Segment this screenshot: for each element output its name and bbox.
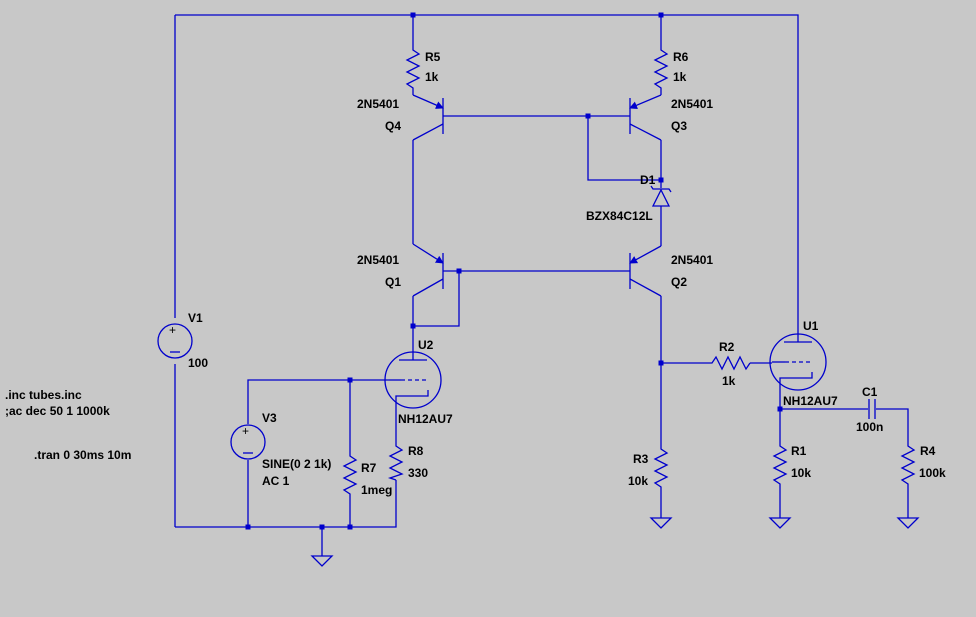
- c1-name: C1: [862, 385, 878, 399]
- wire-top-rail: [175, 14, 799, 318]
- q2-name: Q2: [671, 275, 687, 289]
- q3-name: Q3: [671, 119, 687, 133]
- r5-value: 1k: [425, 70, 439, 84]
- resistor-r1[interactable]: [772, 440, 788, 488]
- q1-name: Q1: [385, 275, 401, 289]
- u1-name: U1: [803, 319, 819, 333]
- tube-u1[interactable]: [769, 318, 827, 392]
- junction-dot: [777, 406, 783, 412]
- resistor-r4[interactable]: [900, 440, 916, 488]
- junction-dot: [658, 12, 664, 18]
- junction-dot: [658, 360, 664, 366]
- d1-name: D1: [640, 173, 656, 187]
- junction-dot: [347, 524, 353, 530]
- ground-symbol: [649, 517, 673, 529]
- r3-name: R3: [633, 452, 649, 466]
- v1-value: 100: [188, 356, 208, 370]
- voltage-source-v1[interactable]: +: [157, 323, 193, 359]
- transistor-q3[interactable]: [629, 94, 662, 141]
- labels: R5 1k R6 1k 2N5401 Q4 2N5401 Q3 D1 BZX84…: [5, 50, 946, 497]
- capacitor-c1[interactable]: [868, 399, 876, 419]
- junction-dot: [347, 377, 353, 383]
- wire-u2-grid: [247, 379, 389, 424]
- ground-symbol: [768, 517, 792, 529]
- r6-value: 1k: [673, 70, 687, 84]
- transistor-q2[interactable]: [629, 245, 662, 297]
- voltage-source-v3[interactable]: +: [230, 424, 266, 460]
- r7-name: R7: [361, 461, 377, 475]
- svg-text:+: +: [242, 424, 249, 438]
- r6-name: R6: [673, 50, 689, 64]
- zener-diode-d1[interactable]: [650, 185, 672, 207]
- r1-name: R1: [791, 444, 807, 458]
- wire-q1-base-loop: [413, 271, 460, 327]
- r5-name: R5: [425, 50, 441, 64]
- junction-dot: [319, 524, 325, 530]
- v1-name: V1: [188, 311, 203, 325]
- resistor-r5[interactable]: [405, 46, 421, 95]
- v3-name: V3: [262, 411, 277, 425]
- tran-directive: .tran 0 30ms 10m: [34, 448, 131, 462]
- resistor-r2[interactable]: [706, 355, 751, 371]
- transistor-q1[interactable]: [412, 243, 444, 297]
- q1-model: 2N5401: [357, 253, 399, 267]
- resistor-r6[interactable]: [653, 46, 669, 95]
- junction-dot: [245, 524, 251, 530]
- ac-directive: ;ac dec 50 1 1000k: [5, 404, 110, 418]
- r8-name: R8: [408, 444, 424, 458]
- transistor-q4[interactable]: [412, 94, 444, 141]
- junction-dot: [658, 177, 664, 183]
- include-directive: .inc tubes.inc: [5, 388, 82, 402]
- r3-value: 10k: [628, 474, 648, 488]
- v3-value-line1: SINE(0 2 1k): [262, 457, 331, 471]
- resistor-r8[interactable]: [387, 442, 404, 481]
- r4-value: 100k: [919, 466, 946, 480]
- wires: [174, 14, 909, 548]
- q3-model: 2N5401: [671, 97, 713, 111]
- r8-value: 330: [408, 466, 428, 480]
- ground-symbol: [896, 517, 920, 529]
- junction-dot: [410, 323, 416, 329]
- tube-u2[interactable]: [384, 351, 442, 409]
- junction-dot: [585, 113, 591, 119]
- junction-dot: [456, 268, 462, 274]
- ground-symbol: [310, 548, 334, 567]
- junction-dot: [410, 12, 416, 18]
- r1-value: 10k: [791, 466, 811, 480]
- q2-model: 2N5401: [671, 253, 713, 267]
- c1-value: 100n: [856, 420, 883, 434]
- d1-model: BZX84C12L: [586, 209, 653, 223]
- u1-model: NH12AU7: [783, 394, 838, 408]
- wire-c1-right: [876, 408, 909, 440]
- wire-q3-base-to-d1: [587, 116, 661, 181]
- v3-value-line2: AC 1: [262, 474, 290, 488]
- u2-name: U2: [418, 338, 434, 352]
- q4-model: 2N5401: [357, 97, 399, 111]
- junctions: [245, 12, 783, 530]
- q4-name: Q4: [385, 119, 401, 133]
- svg-text:+: +: [169, 323, 176, 337]
- resistor-r3[interactable]: [653, 443, 669, 491]
- r2-name: R2: [719, 340, 735, 354]
- r4-name: R4: [920, 444, 936, 458]
- r2-value: 1k: [722, 374, 736, 388]
- u2-model: NH12AU7: [398, 412, 453, 426]
- r7-value: 1meg: [361, 483, 392, 497]
- resistor-r7[interactable]: [342, 450, 358, 500]
